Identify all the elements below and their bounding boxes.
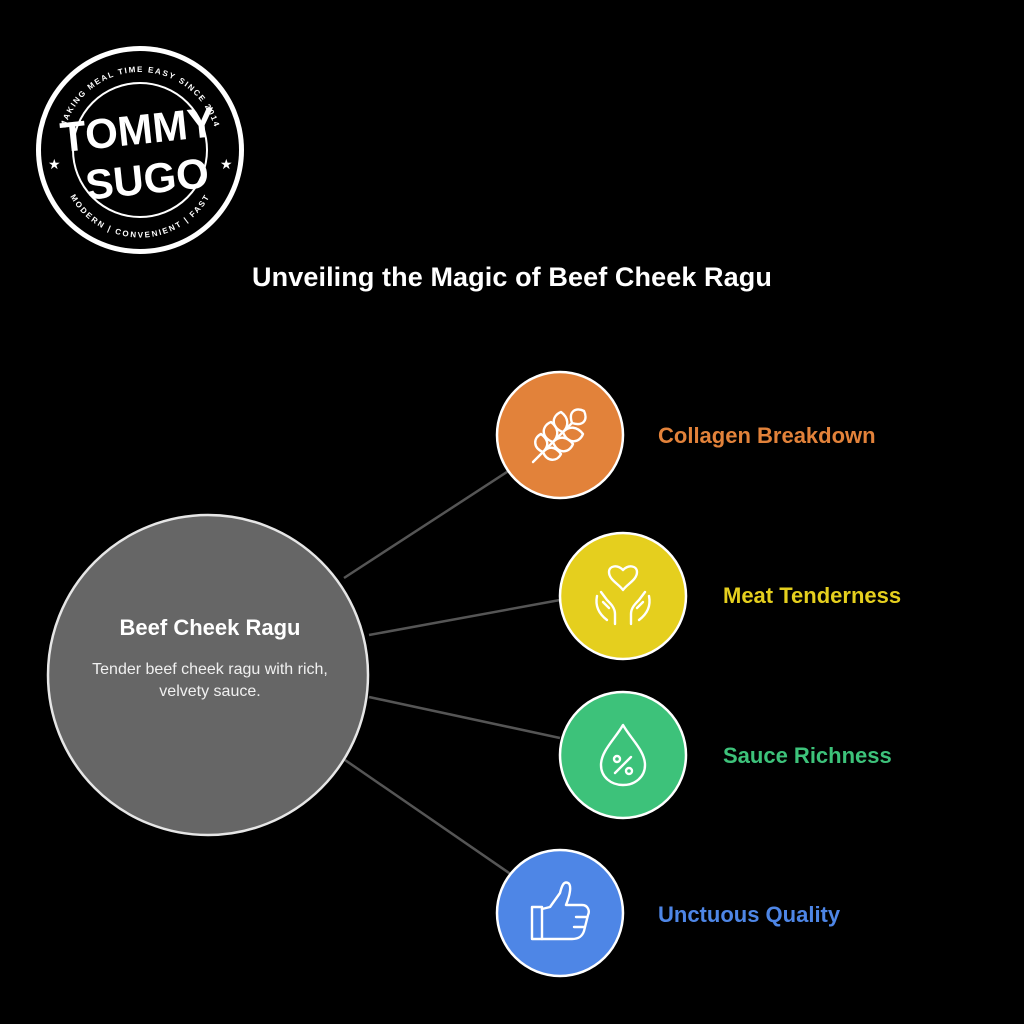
central-node-description: Tender beef cheek ragu with rich, velvet… bbox=[92, 661, 328, 700]
connector-line-3 bbox=[368, 695, 561, 740]
node-circle-unctuous bbox=[495, 848, 625, 978]
logo-star-right-icon: ★ bbox=[220, 157, 233, 173]
node-label-unctuous-quality: Unctuous Quality bbox=[658, 902, 841, 927]
node-label-collagen-breakdown: Collagen Breakdown bbox=[658, 423, 876, 448]
central-node-text: Beef Cheek Ragu Tender beef cheek ragu w… bbox=[60, 615, 360, 703]
connector-line-4 bbox=[344, 758, 513, 877]
node-circle-richness bbox=[558, 690, 688, 820]
connector-line-1 bbox=[343, 468, 511, 580]
node-circle-tenderness bbox=[558, 531, 688, 661]
droplet-percent-icon bbox=[599, 723, 647, 787]
node-label-sauce-richness: Sauce Richness bbox=[723, 743, 892, 768]
central-circle bbox=[46, 513, 370, 837]
central-node-title: Beef Cheek Ragu bbox=[119, 615, 301, 640]
hands-heart-icon bbox=[595, 565, 651, 626]
thumbs-up-icon bbox=[530, 881, 590, 941]
wheat-icon bbox=[531, 408, 587, 464]
page-title: Unveiling the Magic of Beef Cheek Ragu bbox=[252, 262, 772, 292]
connector-line-2 bbox=[368, 598, 561, 637]
logo-star-left-icon: ★ bbox=[48, 157, 61, 173]
brand-logo: MAKING MEAL TIME EASY SINCE 2014 MODERN … bbox=[34, 44, 246, 256]
node-label-meat-tenderness: Meat Tenderness bbox=[723, 583, 902, 608]
